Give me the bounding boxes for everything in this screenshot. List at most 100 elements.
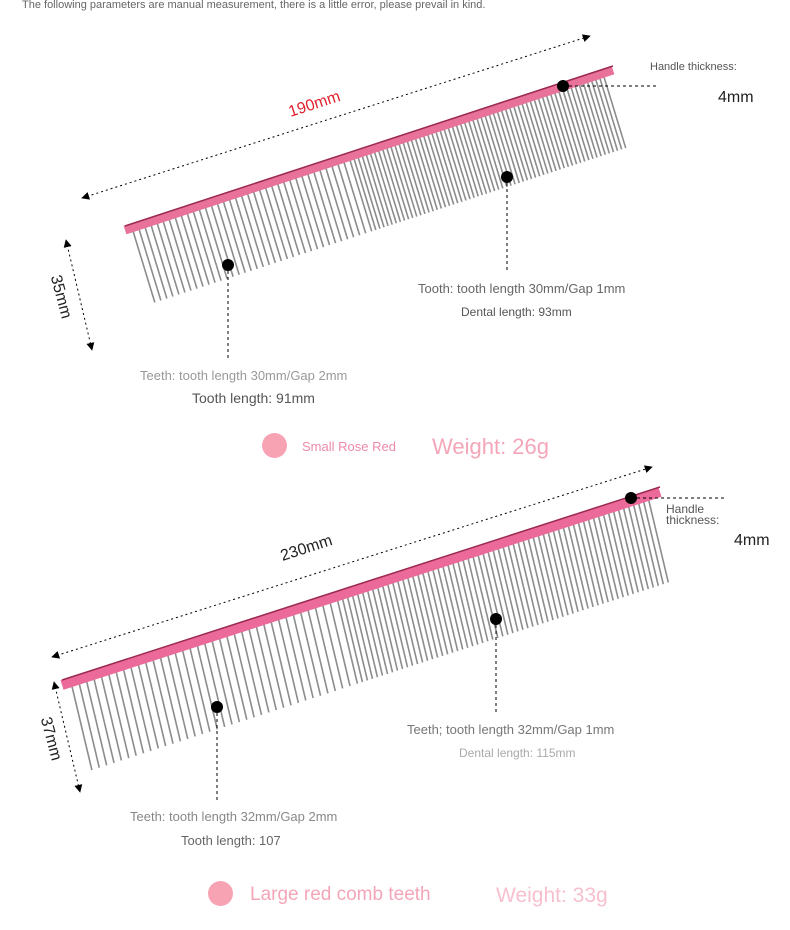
comb-tooth	[522, 539, 544, 624]
comb-tooth	[461, 558, 484, 644]
comb-tooth	[300, 174, 325, 248]
comb-tooth	[590, 79, 615, 153]
comb-tooth	[156, 222, 180, 295]
comb-tooth	[410, 138, 434, 212]
large-fine-teeth-spec: Teeth; tooth length 32mm/Gap 1mm	[407, 722, 615, 737]
comb-tooth	[391, 581, 414, 666]
comb-tooth	[447, 126, 471, 200]
comb-tooth	[277, 618, 300, 704]
comb-tooth	[426, 570, 449, 655]
comb-tooth	[137, 664, 160, 749]
comb-tooth	[122, 669, 145, 754]
comb-tooth	[144, 661, 167, 747]
comb-tooth	[557, 90, 582, 164]
comb-tooth	[369, 152, 393, 225]
large-handle-label-1: Handle	[666, 502, 705, 516]
comb-tooth	[394, 144, 418, 217]
comb-tooth	[240, 630, 263, 716]
comb-tooth	[216, 202, 240, 276]
small-color-name: Small Rose Red	[302, 439, 396, 454]
comb-tooth	[527, 537, 549, 622]
comb-tooth	[264, 186, 289, 260]
comb-tooth	[406, 576, 429, 662]
comb-tooth	[130, 666, 152, 752]
comb-tooth	[306, 172, 331, 246]
comb-tooth	[152, 659, 174, 744]
comb-tooth	[371, 588, 394, 673]
small-fine-teeth-spec: Tooth: tooth length 30mm/Gap 1mm	[418, 281, 626, 296]
comb-tooth	[166, 654, 189, 740]
comb-tooth	[541, 95, 566, 169]
comb-tooth	[467, 120, 492, 193]
comb-tooth	[622, 506, 645, 591]
comb-tooth	[512, 105, 537, 178]
comb-tooth	[168, 218, 192, 291]
comb-tooth	[270, 184, 295, 258]
comb-tooth	[233, 633, 255, 718]
comb-tooth	[93, 678, 115, 764]
comb-tooth	[385, 146, 410, 220]
comb-tooth	[270, 621, 292, 706]
comb-tooth	[318, 168, 343, 242]
comb-tooth	[288, 178, 313, 252]
comb-tooth	[572, 522, 594, 608]
comb-tooth	[561, 89, 586, 162]
comb-tooth	[431, 568, 454, 653]
comb-tooth	[248, 628, 270, 713]
comb-tooth	[258, 188, 283, 262]
comb-tooth	[324, 166, 349, 240]
color-swatch	[208, 881, 233, 906]
comb-tooth	[521, 102, 545, 176]
comb-tooth	[85, 681, 108, 766]
comb-tooth	[336, 163, 361, 236]
comb-tooth	[361, 155, 385, 228]
comb-tooth	[192, 210, 216, 283]
small-handle-label: Handle thickness:	[650, 61, 737, 73]
comb-tooth	[566, 87, 590, 161]
comb-tooth	[373, 151, 398, 224]
comb-tooth	[71, 685, 93, 771]
comb-tooth	[203, 642, 226, 728]
comb-tooth	[422, 134, 447, 208]
comb-tooth	[282, 180, 307, 254]
comb-tooth	[100, 676, 123, 761]
comb-tooth	[416, 573, 439, 658]
comb-tooth	[321, 604, 344, 689]
small-length-arrow	[81, 34, 591, 200]
comb-tooth	[381, 584, 404, 670]
comb-tooth	[262, 623, 285, 708]
comb-tooth	[365, 153, 389, 227]
large-weight: Weight: 33g	[496, 884, 608, 907]
comb-tooth	[411, 575, 434, 660]
comb-tooth	[451, 561, 474, 647]
comb-tooth	[150, 224, 174, 297]
comb-tooth	[598, 77, 623, 150]
comb-tooth	[406, 140, 430, 213]
comb-tooth	[574, 85, 598, 158]
comb-tooth	[512, 542, 534, 627]
comb-tooth	[414, 137, 439, 211]
comb-tooth	[436, 566, 459, 652]
large-height-arrow	[51, 681, 83, 793]
comb-tooth	[525, 101, 549, 174]
comb-tooth	[594, 78, 619, 151]
comb-tooth	[451, 125, 475, 198]
comb-tooth	[225, 635, 248, 720]
comb-tooth	[255, 625, 278, 711]
comb-tooth	[396, 579, 419, 665]
large-length-arrow	[51, 465, 653, 659]
large-fine-teeth-length: Dental length: 115mm	[459, 746, 576, 760]
comb-tooth	[222, 200, 246, 274]
large-handle-label-2: thickness:	[666, 513, 720, 527]
comb-tooth	[351, 594, 374, 679]
comb-tooth	[361, 591, 384, 676]
comb-tooth	[612, 509, 635, 595]
comb-tooth	[547, 530, 569, 616]
comb-tooth	[376, 586, 399, 671]
comb-tooth	[144, 226, 168, 299]
measurement-note: The following parameters are manual meas…	[22, 0, 486, 11]
comb-tooth	[500, 109, 525, 182]
comb-tooth	[586, 81, 611, 154]
comb-tooth	[456, 560, 479, 645]
